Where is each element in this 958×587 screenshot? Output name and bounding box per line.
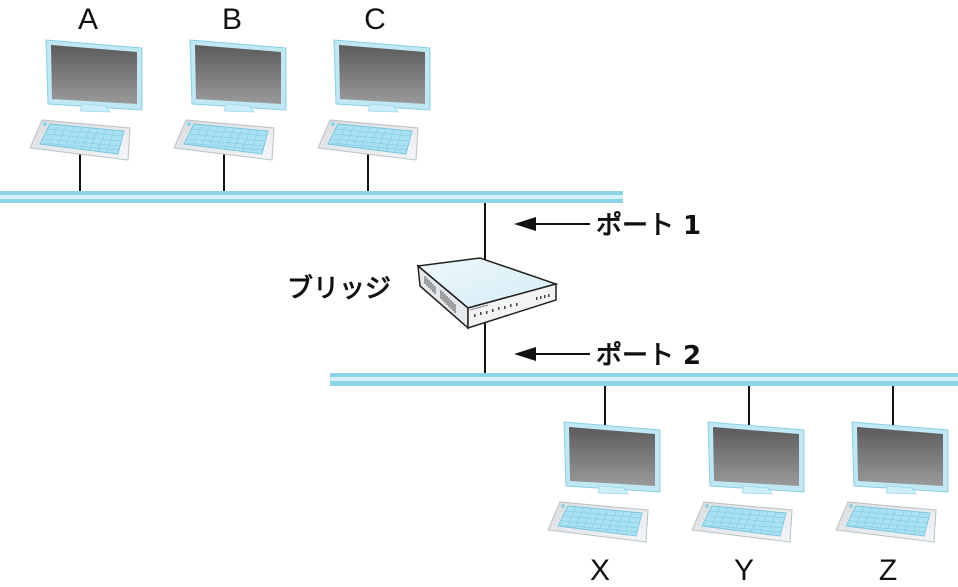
computer-icon: [547, 421, 661, 543]
port-2-annotation: ポート 2: [514, 340, 701, 371]
network-segment-2: [330, 373, 958, 386]
host-label: Z: [879, 554, 897, 587]
host-c: C: [317, 3, 431, 191]
network-segment-1: [0, 191, 623, 203]
computer-icon: [835, 421, 949, 543]
host-z: Z: [835, 386, 949, 587]
host-y: Y: [691, 386, 805, 587]
port-1-annotation: ポート 1: [514, 210, 701, 241]
port-1-label: ポート 1: [596, 210, 701, 241]
computer-icon: [29, 39, 143, 161]
host-label: X: [590, 554, 610, 587]
port-2-label: ポート 2: [596, 340, 701, 371]
host-x: X: [547, 386, 661, 587]
host-label: B: [222, 3, 242, 36]
host-label: A: [78, 3, 98, 36]
computer-icon: [173, 39, 287, 161]
host-label: Y: [734, 554, 754, 587]
host-label: C: [364, 3, 386, 36]
arrow-left-icon: [514, 347, 536, 361]
host-a: A: [29, 3, 143, 191]
computer-icon: [691, 421, 805, 543]
bridge-label: ブリッジ: [287, 273, 391, 304]
arrow-left-icon: [514, 217, 536, 231]
computer-icon: [317, 39, 431, 161]
bridge-device: [416, 257, 559, 330]
host-b: B: [173, 3, 287, 191]
